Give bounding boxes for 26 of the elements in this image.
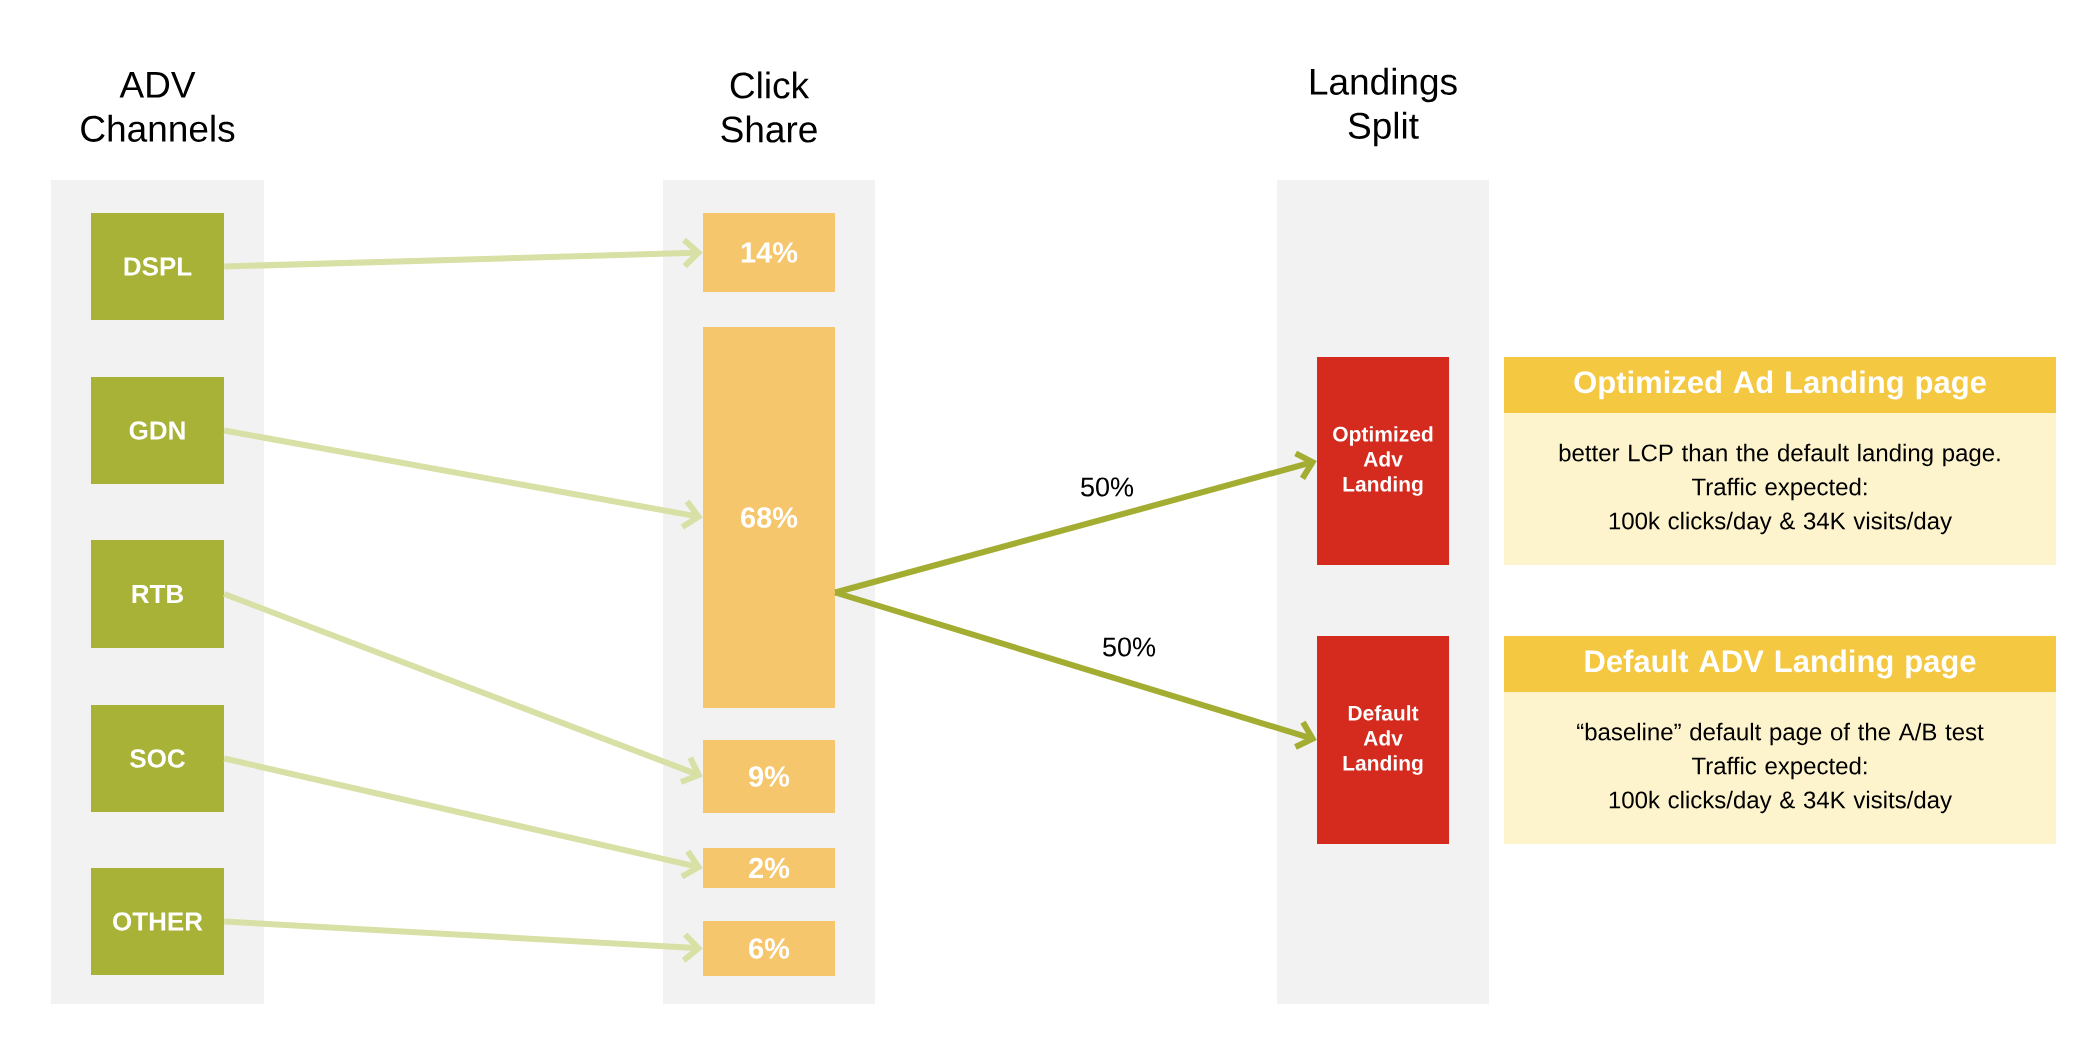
share-box: 6%: [703, 921, 835, 976]
arrow: [834, 450, 1317, 596]
arrow: [224, 918, 703, 963]
arrow: [223, 755, 703, 880]
column-heading: Landings Split: [1310, 67, 1457, 147]
share-box: 2%: [703, 848, 835, 888]
column-heading: Click Share: [721, 71, 817, 143]
share-box: 14%: [703, 213, 835, 292]
channel-box: SOC: [91, 705, 224, 812]
edge-label: 50%: [1078, 475, 1137, 499]
info-panel: Default ADV Landing page “baseline” default page of the A/B test Traffic expected: 100k clicks/day & 34K visits/day: [1504, 636, 2056, 844]
channel-box: OTHER: [91, 868, 224, 975]
landing-box: Optimized Adv Landing: [1317, 357, 1449, 565]
share-box: 9%: [703, 740, 835, 813]
info-panel: Optimized Ad Landing page better LCP than the default landing page. Traffic expected: 100k clicks/day & 34K visits/day: [1504, 357, 2056, 565]
column-heading: ADV Channels: [81, 72, 235, 142]
share-box: 68%: [703, 327, 835, 708]
arrow: [224, 237, 703, 270]
landing-box: Default Adv Landing: [1317, 636, 1449, 844]
arrow: [223, 427, 703, 530]
channel-box: RTB: [91, 540, 224, 648]
channel-box: GDN: [91, 377, 224, 484]
edge-label: 50%: [1100, 635, 1159, 659]
arrow: [834, 589, 1317, 750]
channel-box: DSPL: [91, 213, 224, 320]
arrow: [223, 591, 703, 785]
